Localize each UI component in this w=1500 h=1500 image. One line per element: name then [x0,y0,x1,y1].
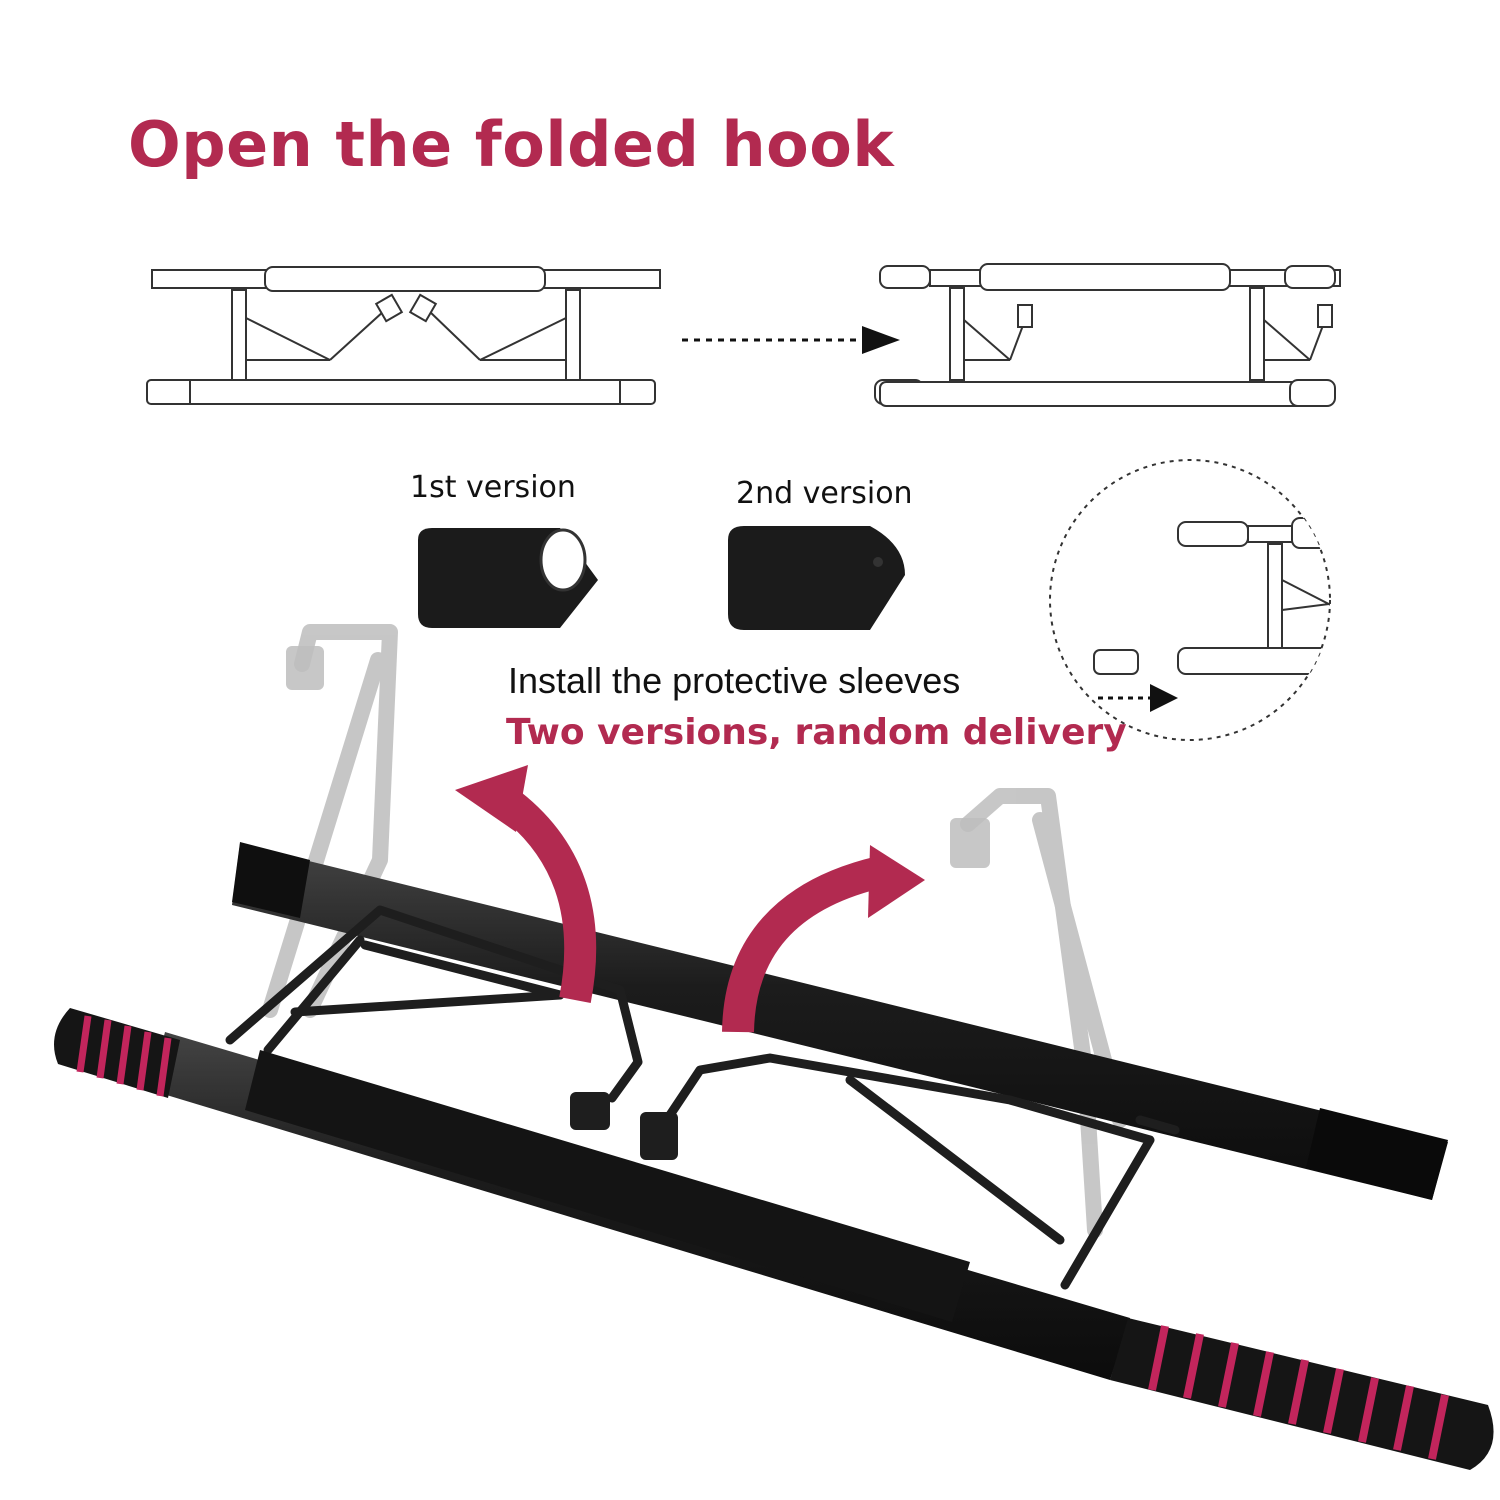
arrow-head-icon [862,326,900,354]
rotate-arrow-right [722,845,925,1033]
install-instruction: Install the protective sleeves [508,660,961,701]
curved-arrow-head-icon [868,845,925,918]
right-hook-tip [640,1112,678,1160]
sleeve-2-label: 2nd version [736,476,913,511]
right-grip [1110,1318,1494,1470]
rotate-arrow-left [455,765,597,1004]
opened-diagram [874,263,1341,407]
inset-arrow-icon [1150,684,1178,712]
left-frame [225,905,643,1103]
delivery-note: Two versions, random delivery [506,712,1127,753]
folded-diagram [146,266,661,405]
sleeve-version-2 [728,526,905,630]
sleeve-version-1 [418,528,598,628]
left-hook-tip [570,1092,610,1130]
sleeve-1-label: 1st version [410,470,576,505]
curved-arrow-head-icon [455,765,528,832]
page-title: Open the folded hook [128,108,895,181]
bottom-bar [150,1032,1130,1380]
left-grip [54,1008,180,1098]
right-frame [663,1053,1180,1290]
top-bar [232,842,1448,1200]
sleeve-install-inset [1049,459,1331,741]
ghost-hook-right [960,788,1128,1238]
